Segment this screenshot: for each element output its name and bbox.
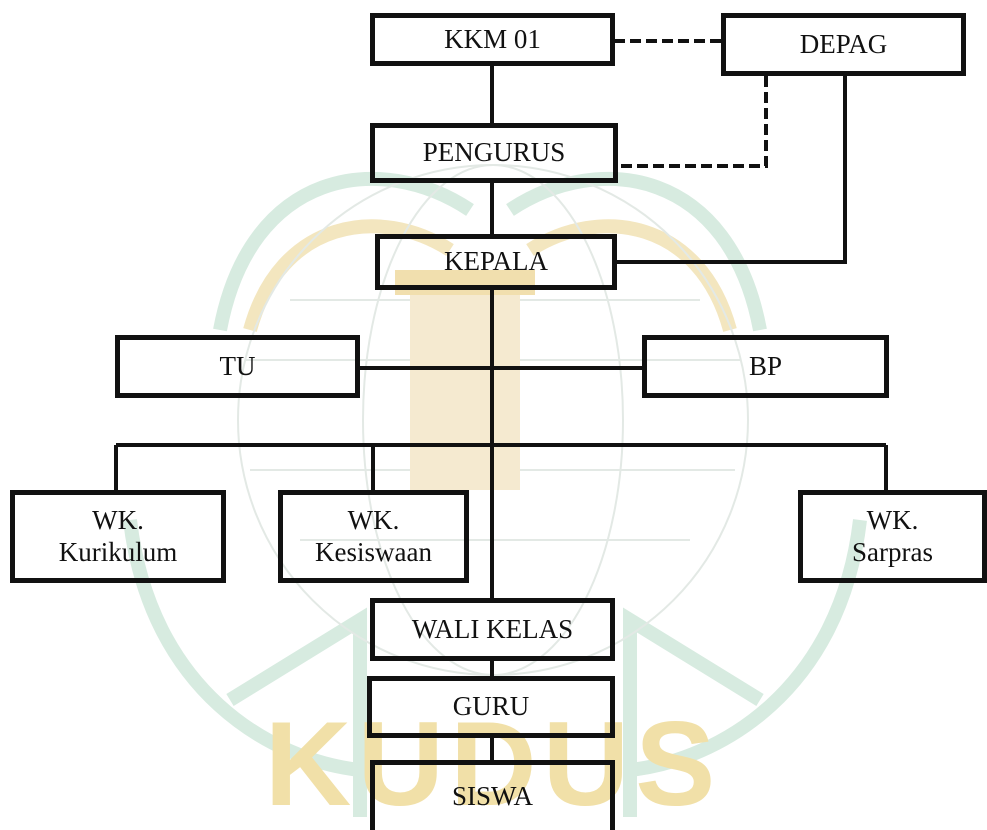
label-tu: TU — [219, 350, 256, 381]
label-kepala: KEPALA — [443, 246, 549, 277]
box-wk-kesiswaan: WK. Kesiswaan — [278, 490, 469, 583]
label-wk-kesiswaan-line2: Kesiswaan — [315, 536, 432, 567]
box-kepala: KEPALA — [375, 234, 617, 290]
box-kkm-01: KKM 01 — [370, 13, 615, 66]
box-wali-kelas: WALI KELAS — [370, 598, 615, 661]
label-wk-kurikulum-line1: WK. — [92, 504, 144, 535]
label-depag: DEPAG — [799, 28, 888, 59]
line-depag-kepala — [617, 76, 847, 264]
label-wk-kesiswaan-line1: WK. — [347, 504, 400, 535]
box-wk-sarpras: WK. Sarpras — [798, 490, 987, 583]
label-pengurus: PENGURUS — [422, 137, 566, 168]
label-wali-kelas: WALI KELAS — [411, 613, 574, 644]
label-kkm-01: KKM 01 — [444, 23, 541, 54]
box-bp: BP — [642, 335, 889, 398]
box-guru: GURU — [367, 676, 615, 738]
dash-depag-pengurus — [617, 76, 768, 168]
box-wk-kurikulum: WK. Kurikulum — [10, 490, 226, 583]
box-pengurus: PENGURUS — [370, 123, 618, 183]
box-tu: TU — [115, 335, 360, 398]
watermark-ornament — [123, 171, 867, 817]
label-wk-sarpras-line2: Sarpras — [852, 536, 933, 567]
label-wk-sarpras-line1: WK. — [866, 504, 919, 535]
watermark-building — [395, 270, 535, 490]
label-guru: GURU — [452, 691, 530, 722]
box-siswa: SISWA — [370, 760, 615, 830]
label-siswa: SISWA — [451, 780, 533, 811]
label-wk-kurikulum-line2: Kurikulum — [58, 536, 178, 567]
box-depag: DEPAG — [721, 13, 966, 76]
label-bp: BP — [748, 350, 783, 381]
